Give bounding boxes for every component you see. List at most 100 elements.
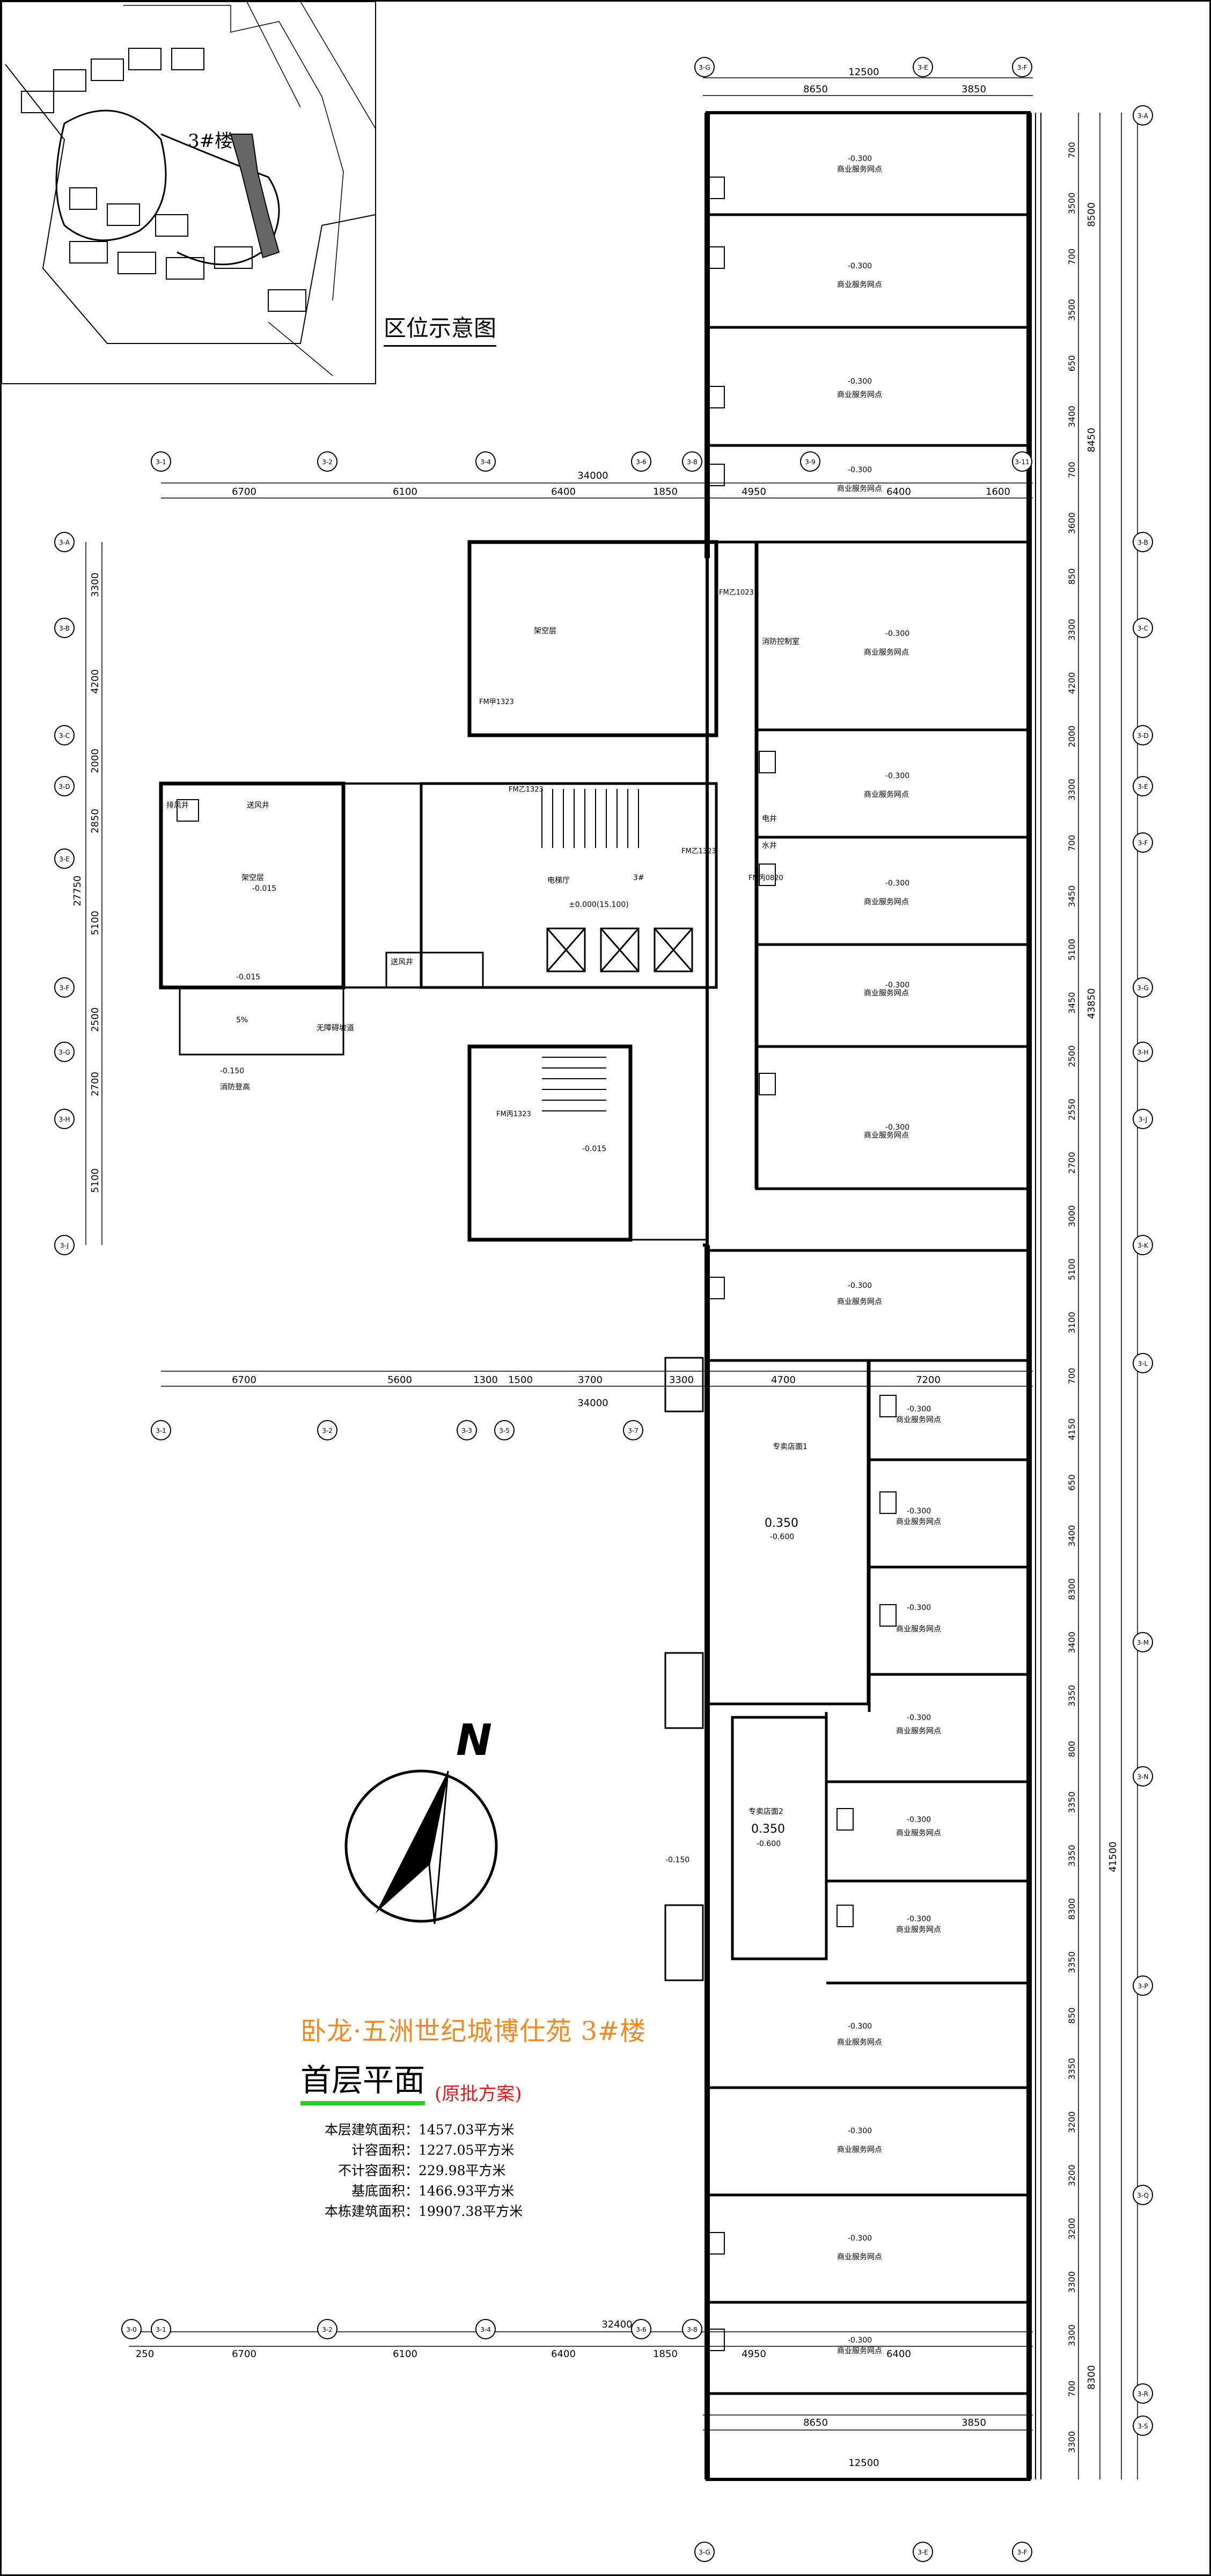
svg-text:3850: 3850 (962, 2417, 986, 2428)
room-label: 商业服务网点 (864, 1131, 909, 1140)
svg-text:3-D: 3-D (58, 783, 70, 791)
svg-text:3-H: 3-H (1137, 1049, 1149, 1056)
room-label: 商业服务网点 (864, 989, 909, 998)
right-dimension-label: 2500 (1067, 1045, 1077, 1067)
svg-text:2500: 2500 (90, 1007, 101, 1032)
svg-text:8300: 8300 (1086, 2365, 1097, 2390)
svg-text:FM乙1023: FM乙1023 (719, 589, 754, 597)
svg-text:3-G: 3-G (58, 1049, 70, 1056)
svg-text:12500: 12500 (848, 2457, 879, 2469)
stat-row: 本栋建筑面积：19907.38平方米 (324, 2204, 523, 2219)
right-dimension-label: 700 (1067, 835, 1077, 852)
right-dimension-label: 3450 (1067, 992, 1077, 1014)
svg-text:3-J: 3-J (60, 1242, 69, 1249)
svg-text:2700: 2700 (90, 1072, 101, 1096)
svg-text:3700: 3700 (578, 1374, 603, 1386)
plan-title: 首层平面 (300, 2055, 425, 2105)
svg-text:-0.300: -0.300 (885, 879, 909, 888)
right-dimension-label: 3300 (1067, 779, 1077, 801)
room-label: 商业服务网点 (837, 391, 882, 399)
stat-row: 本层建筑面积：1457.03平方米 (324, 2122, 515, 2138)
svg-text:3300: 3300 (669, 1374, 694, 1386)
right-dimension-label: 3400 (1067, 1631, 1077, 1653)
svg-text:3-R: 3-R (1137, 2390, 1148, 2398)
room-label: 3# (633, 874, 644, 882)
north-arrow (344, 1769, 498, 1924)
room-label: 消防控制室 (762, 637, 799, 646)
svg-text:2000: 2000 (90, 749, 101, 773)
right-dimension-label: 3300 (1067, 619, 1077, 641)
svg-text:-0.300: -0.300 (848, 2234, 872, 2243)
right-dimension-label: 3300 (1067, 2271, 1077, 2293)
svg-text:3-A: 3-A (1137, 112, 1149, 120)
project-title: 卧龙·五洲世纪城博仕苑 3#楼 (300, 2016, 647, 2046)
right-dimension-label: 3350 (1067, 2058, 1077, 2080)
svg-text:1600: 1600 (986, 486, 1010, 497)
svg-text:6400: 6400 (551, 486, 576, 497)
room-label: 专卖店面2 (748, 1807, 783, 1816)
room-label: 商业服务网点 (837, 2038, 882, 2047)
right-dimension-label: 3500 (1067, 299, 1077, 321)
svg-text:6400: 6400 (551, 2348, 576, 2360)
room-label: 架空层 (534, 627, 556, 635)
svg-text:3-A: 3-A (59, 539, 70, 546)
room-label: 商业服务网点 (896, 1416, 941, 1424)
svg-text:-0.300: -0.300 (848, 2127, 872, 2135)
room-label: 水井 (762, 841, 777, 850)
svg-text:3-11: 3-11 (1015, 458, 1029, 466)
room-label: 商业服务网点 (896, 1829, 941, 1838)
svg-text:3-B: 3-B (1137, 539, 1148, 546)
svg-text:3-3: 3-3 (461, 1427, 472, 1435)
svg-text:3-L: 3-L (1138, 1360, 1148, 1367)
svg-text:3-Q: 3-Q (1137, 2192, 1149, 2199)
room-label: 商业服务网点 (837, 485, 882, 493)
right-dimension-label: 2000 (1067, 726, 1077, 748)
svg-text:-0.300: -0.300 (848, 1282, 872, 1290)
right-dimension-label: 850 (1067, 568, 1077, 585)
room-label: 商业服务网点 (837, 2146, 882, 2154)
right-dimension-label: 2700 (1067, 1152, 1077, 1174)
svg-text:32400: 32400 (601, 2319, 632, 2330)
right-dimension-label: 700 (1067, 2381, 1077, 2397)
svg-text:8650: 8650 (803, 2417, 828, 2428)
keymap-title: 区位示意图 (384, 310, 497, 347)
right-dimension-label: 3400 (1067, 406, 1077, 428)
svg-text:3-P: 3-P (1137, 1982, 1148, 1990)
room-label: 商业服务网点 (837, 2253, 882, 2262)
plan-note: (原批方案) (435, 2083, 522, 2105)
room-label: 送风井 (391, 958, 413, 967)
room-label: 无障碍坡道 (317, 1024, 354, 1033)
svg-text:6400: 6400 (886, 486, 911, 497)
svg-text:-0.300: -0.300 (907, 1915, 931, 1923)
right-dimension-label: 3400 (1067, 1525, 1077, 1547)
right-dimension-label: 3350 (1067, 1685, 1077, 1707)
right-dimension-label: 3450 (1067, 885, 1077, 908)
room-label: 商业服务网点 (896, 1625, 941, 1634)
svg-text:0.350: 0.350 (751, 1823, 785, 1836)
svg-text:-0.600: -0.600 (757, 1840, 781, 1848)
room-label: 专卖店面1 (773, 1443, 808, 1451)
svg-text:1850: 1850 (653, 486, 678, 497)
svg-text:4700: 4700 (771, 1374, 796, 1386)
svg-text:5100: 5100 (90, 911, 101, 935)
svg-text:-0.015: -0.015 (252, 884, 276, 893)
right-dimension-label: 3000 (1067, 1205, 1077, 1227)
svg-text:FM乙1323: FM乙1323 (509, 786, 544, 794)
right-dimension-label: 4200 (1067, 672, 1077, 694)
area-stats: 本层建筑面积：1457.03平方米 计容面积：1227.05平方米 不计容面积：… (290, 2120, 523, 2222)
svg-text:7200: 7200 (916, 1374, 941, 1386)
right-dimension-label: 3600 (1067, 513, 1077, 535)
svg-text:34000: 34000 (577, 1397, 608, 1409)
svg-text:8650: 8650 (803, 84, 828, 95)
svg-text:-0.300: -0.300 (885, 772, 909, 780)
plan-title-row: 首层平面 (原批方案) (300, 2055, 601, 2105)
svg-text:3-G: 3-G (1137, 984, 1149, 992)
room-label: 架空层 (241, 874, 264, 882)
svg-text:3-1: 3-1 (156, 2326, 166, 2333)
svg-text:3-C: 3-C (59, 732, 70, 740)
stat-row: 基底面积：1466.93平方米 (351, 2183, 515, 2199)
right-dimension-label: 700 (1067, 462, 1077, 478)
room-label: 送风井 (247, 801, 269, 810)
svg-text:4950: 4950 (742, 486, 766, 497)
